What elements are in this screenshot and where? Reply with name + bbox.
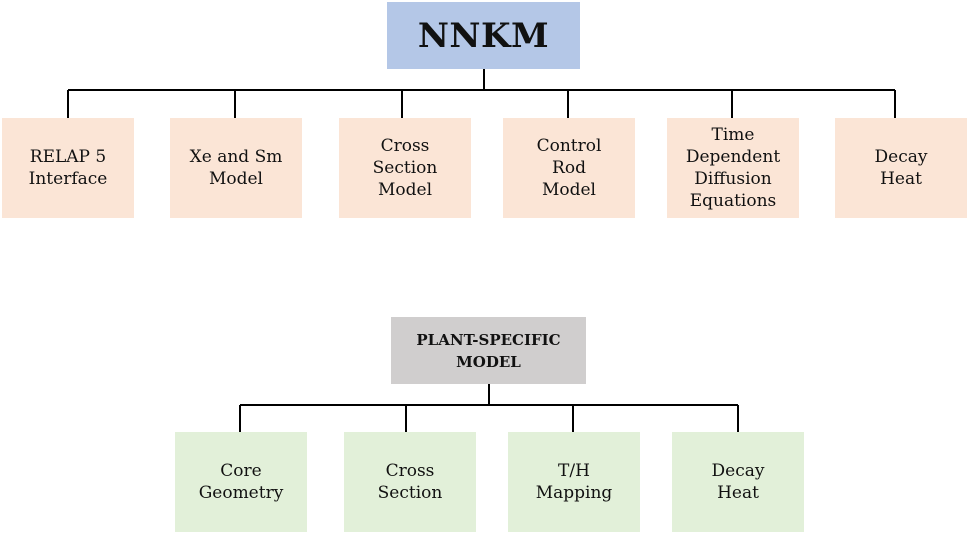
nnkm-root-box: NNKM	[387, 2, 580, 69]
nnkm-title: NNKM	[417, 15, 550, 56]
node-label: Control Rod Model	[536, 136, 602, 200]
nnkm-child-decay-heat: Decay Heat	[835, 118, 967, 218]
psm-child-decay-heat: Decay Heat	[672, 432, 804, 532]
psm-child-th-mapping: T/H Mapping	[508, 432, 640, 532]
psm-child-core-geometry: Core Geometry	[175, 432, 307, 532]
psm-child-cross-section: Cross Section	[344, 432, 476, 532]
node-label: RELAP 5 Interface	[28, 147, 108, 189]
plant-specific-title: PLANT-SPECIFIC MODEL	[416, 330, 561, 371]
nnkm-child-cross-section-model: Cross Section Model	[339, 118, 471, 218]
node-label: Cross Section	[377, 461, 443, 503]
plant-specific-root-box: PLANT-SPECIFIC MODEL	[391, 317, 586, 384]
node-label: T/H Mapping	[535, 461, 613, 503]
nnkm-child-time-dependent-diffusion: Time Dependent Diffusion Equations	[667, 118, 799, 218]
node-label: Decay Heat	[711, 461, 765, 503]
nnkm-child-relap5-interface: RELAP 5 Interface	[2, 118, 134, 218]
node-label: Core Geometry	[198, 461, 284, 503]
node-label: Time Dependent Diffusion Equations	[685, 125, 781, 211]
node-label: Xe and Sm Model	[189, 147, 283, 189]
node-label: Decay Heat	[874, 147, 928, 189]
nnkm-child-control-rod-model: Control Rod Model	[503, 118, 635, 218]
node-label: Cross Section Model	[372, 136, 438, 200]
nnkm-child-xe-sm-model: Xe and Sm Model	[170, 118, 302, 218]
